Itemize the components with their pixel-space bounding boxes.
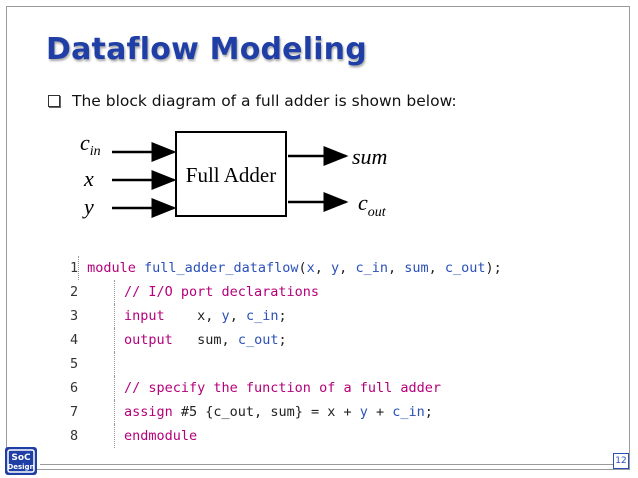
code-token: c_out [237, 332, 279, 348]
code-token: sum [404, 260, 429, 276]
code-token: y [359, 404, 368, 420]
code-text: // I/O port declarations [124, 284, 319, 300]
code-token: endmodule [124, 428, 198, 444]
logo-line-1: SoC [11, 453, 31, 463]
output-label-cout-base: c [358, 190, 368, 215]
code-token: y [221, 308, 230, 324]
code-token: // specify the function of a full adder [124, 380, 441, 396]
code-line: 8 endmodule [70, 424, 500, 448]
code-token: full_adder_dataflow [144, 260, 299, 276]
output-label-sum: sum [352, 144, 387, 169]
code-text: input x, y, c_in; [124, 308, 287, 324]
code-token: assign [124, 404, 173, 420]
code-token: x, [164, 308, 222, 324]
code-token: c_in [392, 404, 425, 420]
code-token: c_out [444, 260, 486, 276]
hollow-square-bullet-icon [48, 95, 60, 107]
input-label-cin-base: c [80, 130, 90, 155]
code-gutter [114, 424, 116, 448]
line-number: 8 [70, 428, 79, 444]
bullet-item: The block diagram of a full adder is sho… [48, 92, 457, 110]
code-token: // I/O port declarations [124, 284, 320, 300]
code-token: c_in [355, 260, 388, 276]
code-gutter [114, 304, 116, 328]
code-gutter [114, 352, 116, 376]
code-token: #5 {c_out, sum} = x + [172, 404, 360, 420]
code-line: 1 module full_adder_dataflow(x, y, c_in, … [70, 256, 502, 280]
code-token: ; [424, 404, 433, 420]
code-token: ( [298, 260, 307, 276]
slide-frame [6, 6, 630, 470]
code-gutter [114, 328, 116, 352]
code-line: 7 assign #5 {c_out, sum} = x + y + c_in; [70, 400, 500, 424]
output-label-cout-sub: out [368, 205, 387, 220]
code-text: output sum, c_out; [124, 332, 287, 348]
code-token: ; [278, 308, 287, 324]
code-token: ; [278, 332, 287, 348]
code-token: , [387, 260, 405, 276]
input-label-cin: cin [80, 130, 101, 159]
slide-title: Dataflow Modeling [46, 32, 367, 67]
page-number: 12 [613, 453, 629, 469]
code-text: // specify the function of a full adder [124, 380, 441, 396]
footer-divider [40, 464, 614, 465]
code-gutter [114, 280, 116, 304]
verilog-code-listing: 1 module full_adder_dataflow(x, y, c_in, … [70, 256, 502, 448]
code-token: , [428, 260, 445, 276]
input-label-x: x [83, 166, 94, 191]
code-line: 4 output sum, c_out; [70, 328, 500, 352]
code-line: 2 // I/O port declarations [70, 280, 500, 304]
full-adder-box [175, 131, 287, 217]
line-number: 1 [70, 260, 79, 276]
code-text: module full_adder_dataflow(x, y, c_in, s… [87, 260, 502, 276]
code-text: assign #5 {c_out, sum} = x + y + c_in; [124, 404, 433, 420]
code-token: input [124, 308, 165, 324]
logo-line-2: Design [7, 463, 34, 471]
code-line: 5 [70, 352, 500, 376]
output-label-cout: cout [358, 190, 387, 220]
line-number: 6 [70, 380, 79, 396]
line-number: 7 [70, 404, 79, 420]
input-label-cin-sub: in [90, 144, 101, 159]
code-gutter [78, 256, 80, 280]
line-number: 3 [70, 308, 79, 324]
soc-design-logo-icon: SoC Design [5, 447, 37, 475]
code-token: , [314, 260, 332, 276]
code-token: y [331, 260, 340, 276]
code-token: sum, [172, 332, 238, 348]
code-gutter [114, 400, 116, 424]
code-token: module [87, 260, 145, 276]
code-token: output [124, 332, 173, 348]
line-number: 4 [70, 332, 79, 348]
full-adder-label: Full Adder [186, 163, 276, 187]
code-gutter [114, 376, 116, 400]
code-line: 3 input x, y, c_in; [70, 304, 500, 328]
full-adder-block-diagram: Full Adder cin x y sum cout [80, 130, 387, 220]
code-token: ); [485, 260, 502, 276]
code-token: , [229, 308, 246, 324]
code-line: 6 // specify the function of a full adder [70, 376, 500, 400]
line-number: 2 [70, 284, 79, 300]
code-token: , [339, 260, 356, 276]
code-token: x [306, 260, 315, 276]
line-number: 5 [70, 356, 79, 372]
bullet-text: The block diagram of a full adder is sho… [72, 92, 457, 110]
input-label-y: y [82, 194, 94, 219]
code-token: c_in [245, 308, 279, 324]
code-text: endmodule [124, 428, 197, 444]
code-token: + [367, 404, 393, 420]
